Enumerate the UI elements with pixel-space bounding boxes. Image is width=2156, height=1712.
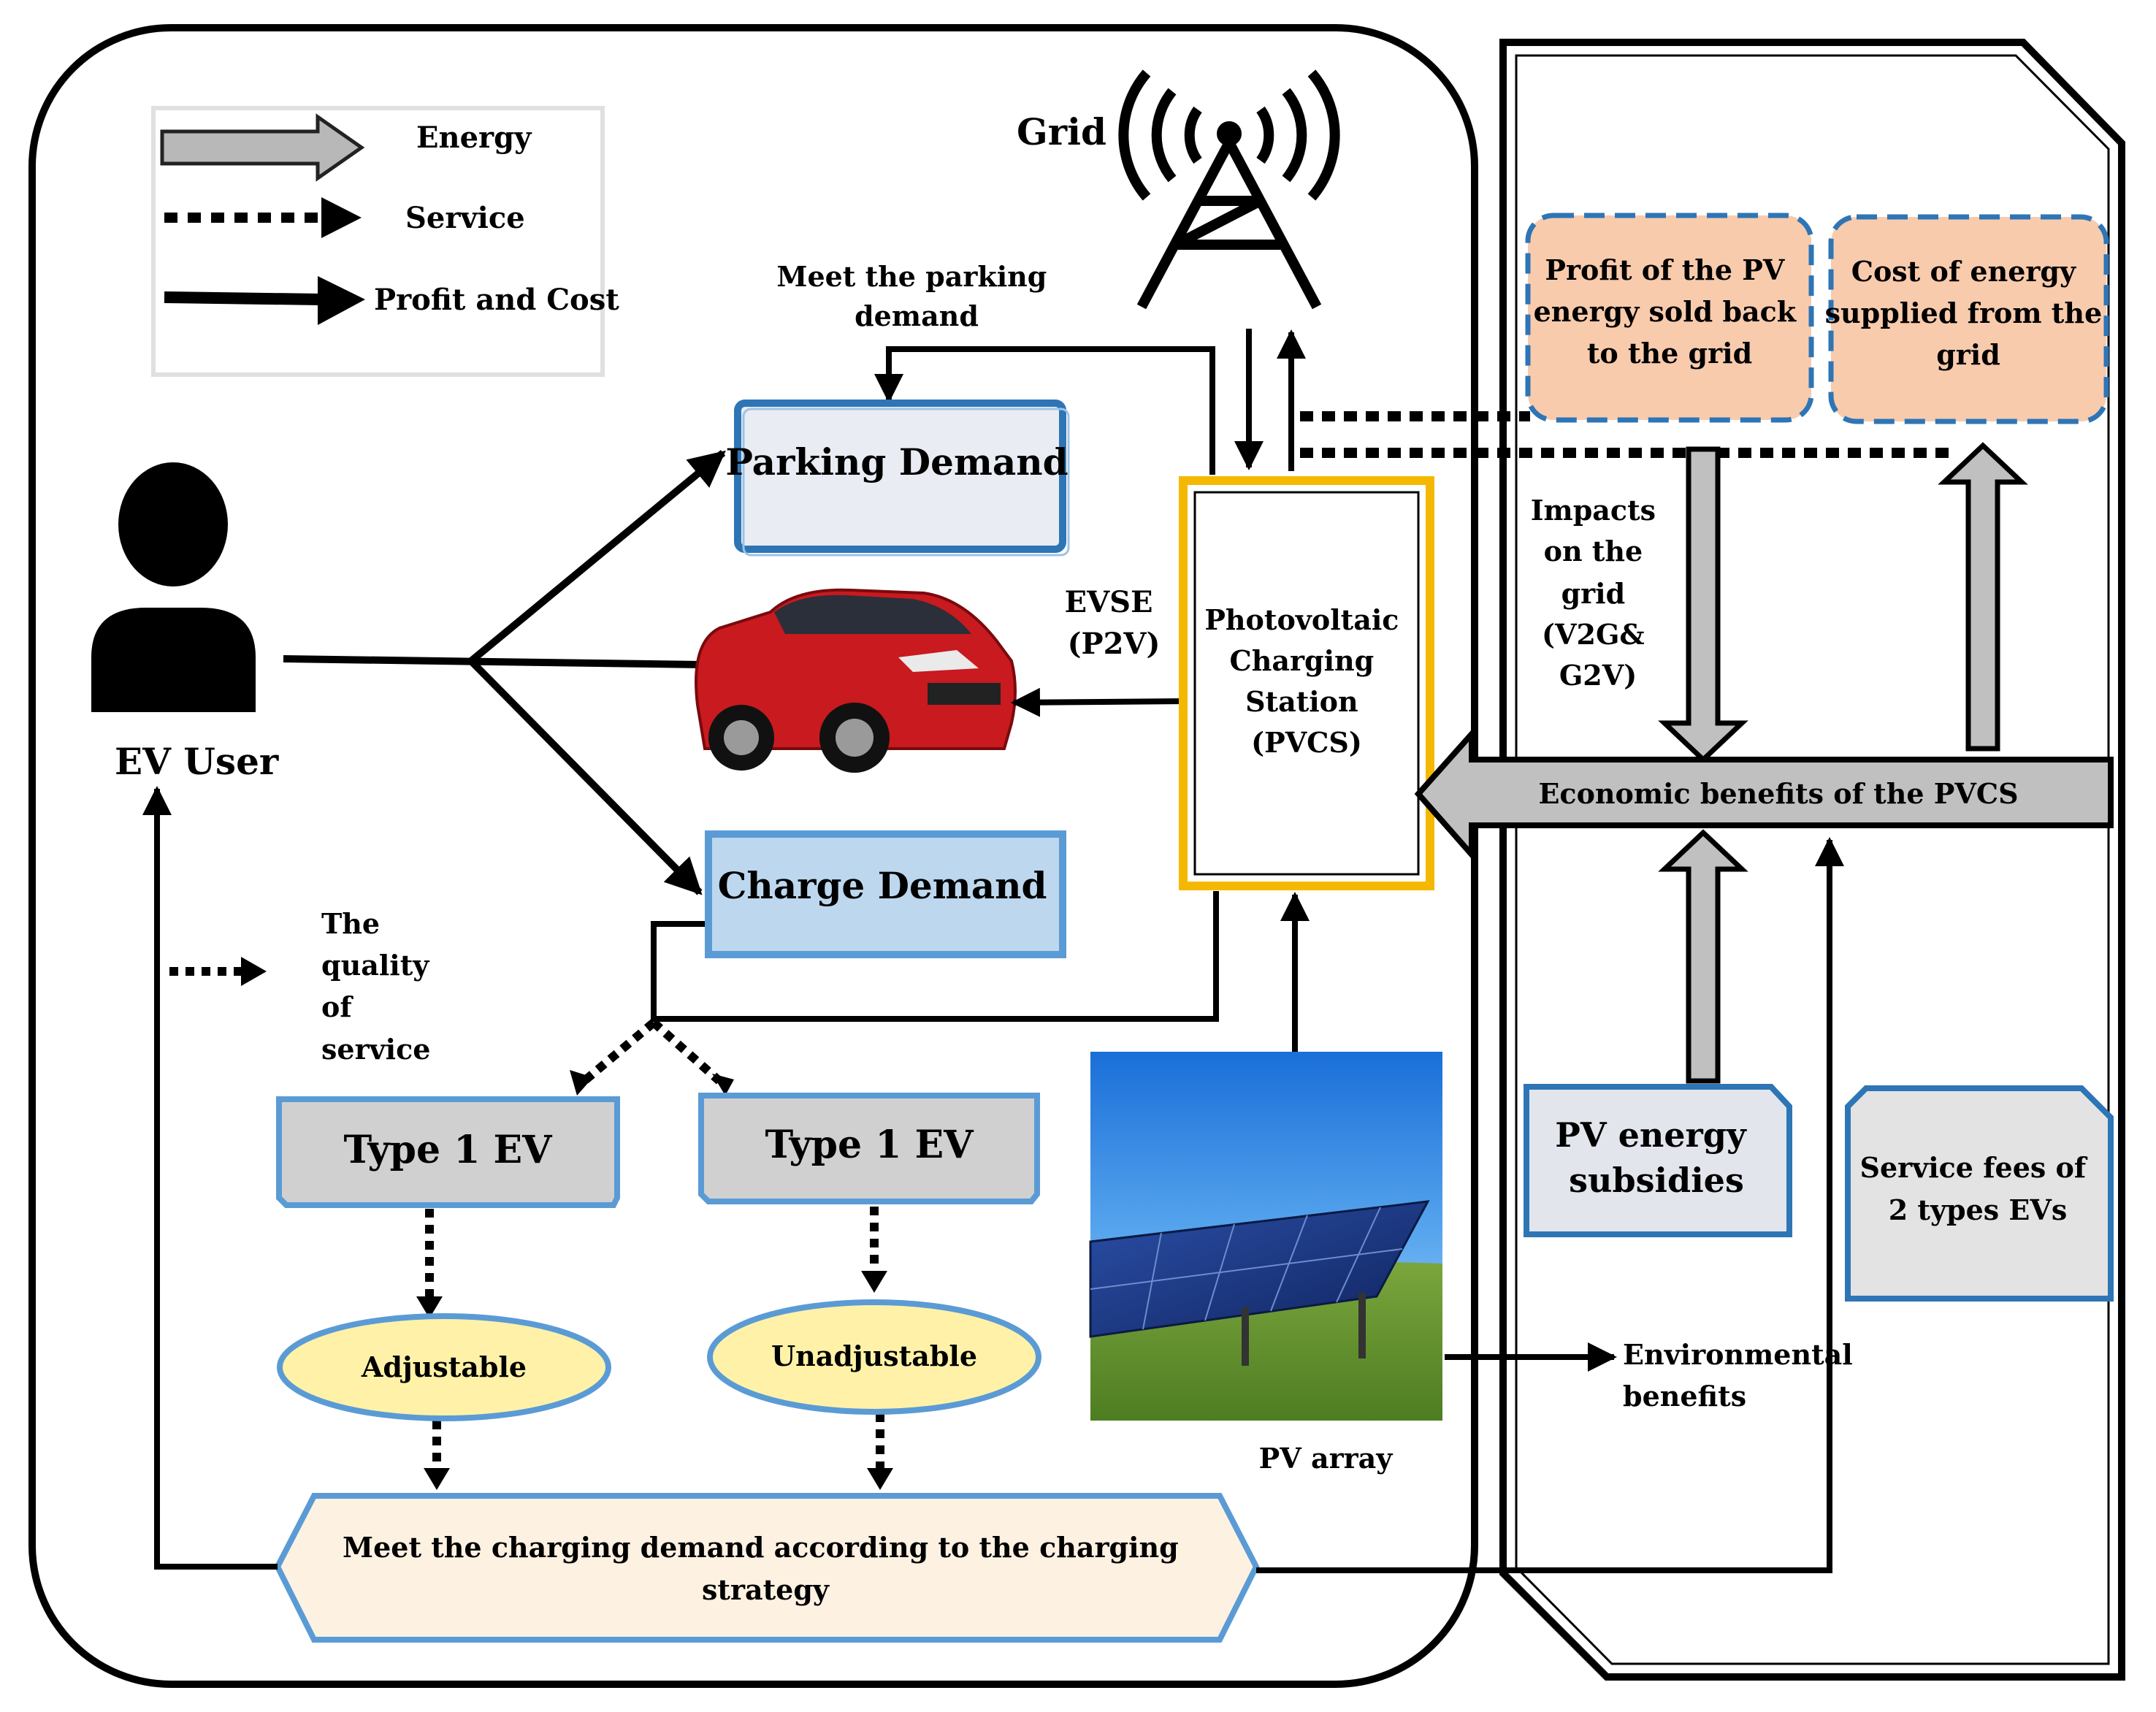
pv-subsidies-box: PV energy subsidies (1524, 1084, 1792, 1237)
legend-service-label: Service (405, 201, 525, 235)
adjustable-label: Adjustable (361, 1350, 527, 1383)
adjustable-ellipse: Adjustable (277, 1313, 611, 1421)
profit-pv-label: Profit of the PV energy sold back to the… (1534, 253, 1806, 370)
legend-profit-cost-label: Profit and Cost (374, 283, 619, 317)
unadjustable-label: Unadjustable (771, 1340, 977, 1372)
pvcs-label: Photovoltaic Charging Station (PVCS) (1204, 603, 1408, 759)
impacts-label: Impacts on the grid (V2G& G2V) (1531, 494, 1666, 692)
meet-charging-demand-box: Meet the charging demand according to th… (274, 1493, 1260, 1643)
evse-label: EVSE (P2V) (1065, 585, 1163, 661)
economic-to-cost-arrow (1938, 442, 2028, 752)
legend: Energy Service Profit and Cost (151, 106, 619, 377)
charge-demand-to-pvcs-line (651, 891, 1219, 1022)
pv-array-image (1089, 1052, 1442, 1421)
profit-to-economic-arrow (1658, 446, 1748, 763)
pvcs-to-parking-arrow (874, 346, 1215, 475)
ev-user-label: EV User (115, 740, 279, 783)
type-to-strategy-arrows (425, 1207, 884, 1472)
pv-array-label: PV array (1259, 1442, 1394, 1475)
pvcs-box: Photovoltaic Charging Station (PVCS) (1179, 476, 1434, 890)
strategy-to-economic-line (1256, 837, 1844, 1573)
economic-label: Economic benefits of the PVCS (1538, 777, 2018, 810)
meet-parking-label: Meet the parking demand (776, 260, 1056, 332)
ev-user-icon (91, 462, 256, 712)
cost-energy-label: Cost of energy supplied from the grid (1825, 255, 2112, 371)
user-demand-branches (283, 450, 726, 895)
charge-demand-label: Charge Demand (718, 864, 1047, 907)
charge-demand-box: Charge Demand (705, 830, 1066, 958)
legend-profit-cost-arrow-icon (164, 291, 322, 305)
type-ev-box-left: Type 1 EV (276, 1096, 620, 1208)
legend-energy-label: Energy (416, 121, 532, 155)
red-car-icon (695, 588, 1017, 773)
pvcs-to-car-arrow (1011, 687, 1188, 717)
pv-subsidies-label: PV energy subsidies (1555, 1115, 1757, 1200)
strategy-to-user-arrow (142, 786, 278, 1570)
legend-energy-arrow-icon (160, 113, 365, 182)
type-branch-arrows (581, 1019, 722, 1085)
grid-label: Grid (1017, 110, 1106, 153)
environmental-label: Environmental benefits (1623, 1338, 1862, 1413)
meet-charging-label: Meet the charging demand according to th… (343, 1531, 1188, 1606)
grid-tower-icon (1118, 69, 1340, 310)
service-fees-label: Service fees of 2 types EVs (1860, 1151, 2096, 1226)
type-ev-left-label: Type 1 EV (343, 1128, 553, 1172)
parking-demand-label: Parking Demand (725, 440, 1068, 484)
profit-pv-box: Profit of the PV energy sold back to the… (1525, 213, 1814, 423)
service-fees-box: Service fees of 2 types EVs (1845, 1085, 2114, 1302)
parking-demand-box: Parking Demand (725, 400, 1070, 557)
quality-of-service-label: The quality of service (321, 907, 439, 1066)
unadjustable-ellipse: Unadjustable (707, 1299, 1041, 1415)
cost-energy-box: Cost of energy supplied from the grid (1825, 214, 2112, 424)
type-ev-box-right: Type 1 EV (698, 1093, 1040, 1204)
pvcs-to-grid-service-lines (1300, 411, 1950, 458)
economic-benefits-arrow: Economic benefits of the PVCS (1414, 726, 2114, 863)
subsidies-to-economic-arrow (1658, 829, 1748, 1084)
type-ev-right-label: Type 1 EV (765, 1123, 974, 1167)
